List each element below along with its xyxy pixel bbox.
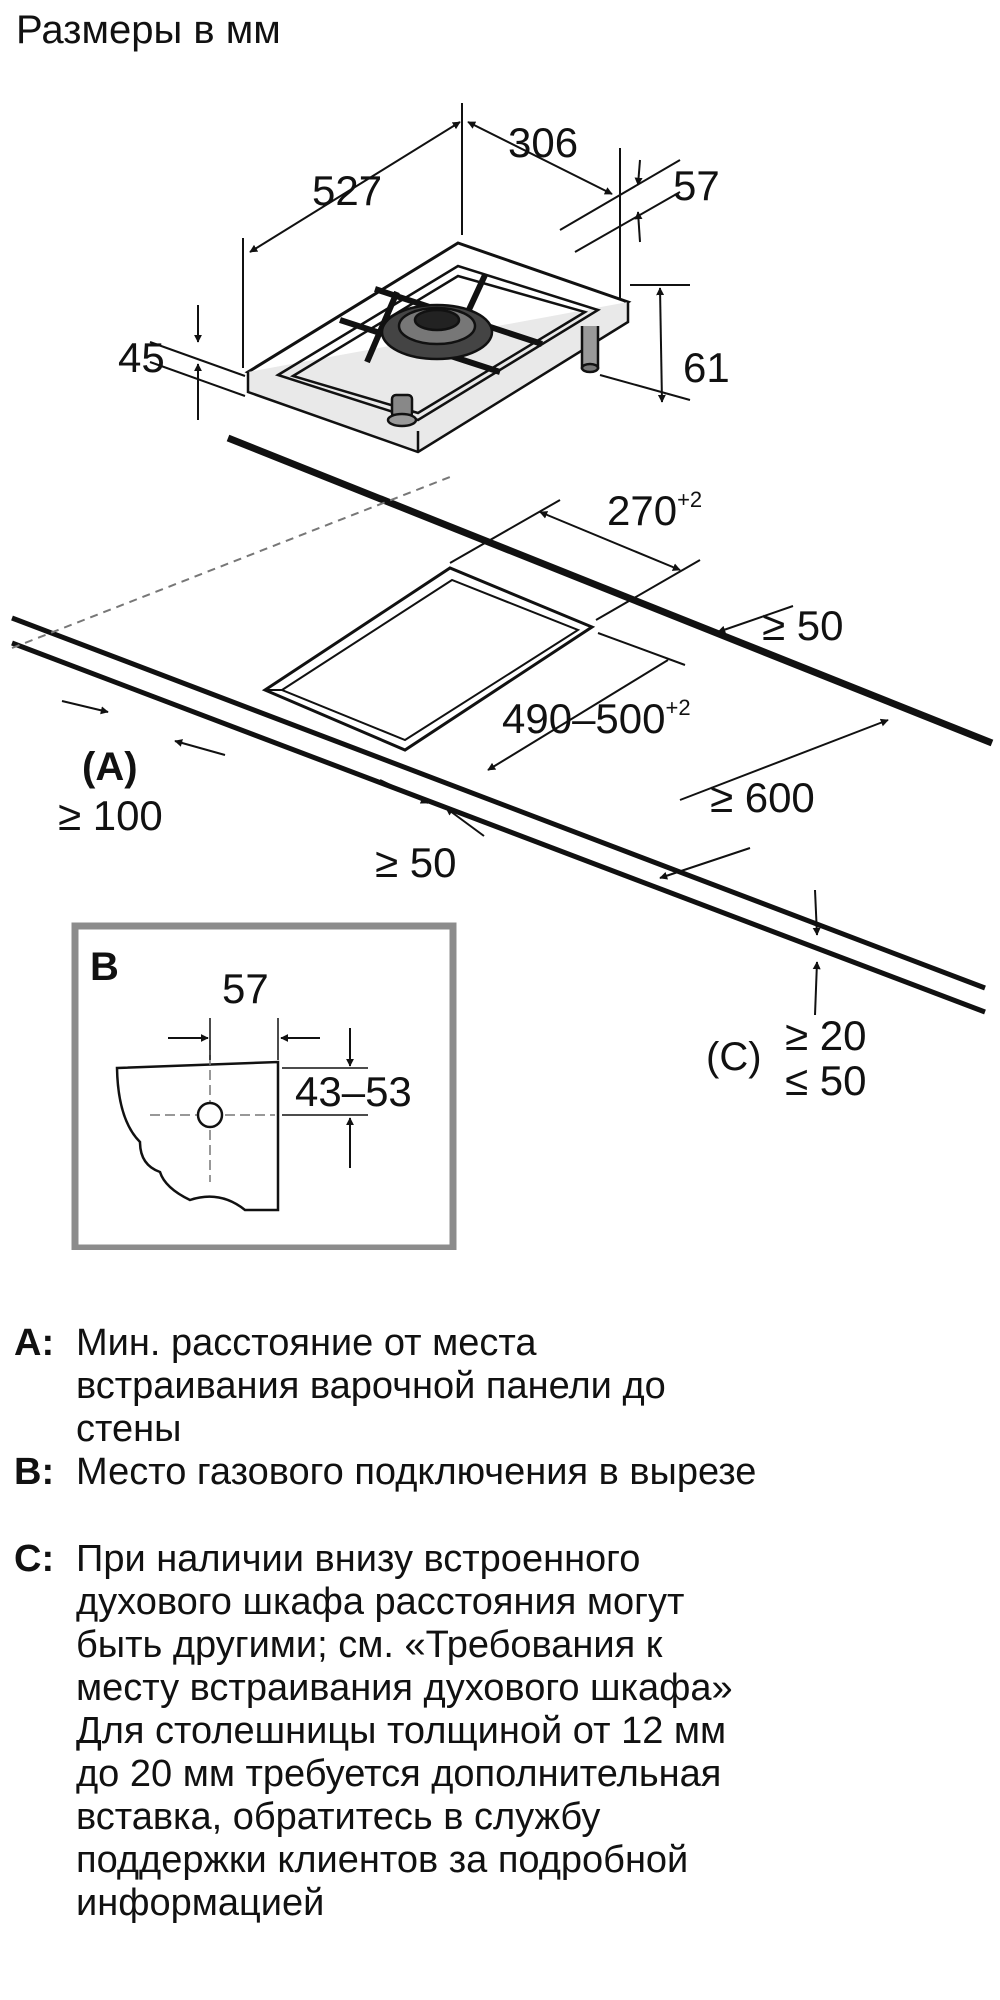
legend-line: Место газового подключения в вырезе <box>76 1451 757 1493</box>
label-a: (A) <box>82 745 138 789</box>
dim-hob-depth: 527 <box>312 167 382 214</box>
legend-text-c: При наличии внизу встроенного духового ш… <box>76 1538 974 1925</box>
dim-cutout-width: 270+2 <box>607 487 702 534</box>
legend-text-b: Место газового подключения в вырезе <box>76 1451 974 1494</box>
hob-dimension-labels: 527 306 57 45 61 <box>118 119 730 391</box>
dim-wall-clearance: ≥ 100 <box>58 792 163 839</box>
legend-line: Мин. расстояние от места <box>76 1322 537 1364</box>
legend-text-a: Мин. расстояние от места встраивания вар… <box>76 1322 974 1451</box>
cutout-dimensions <box>61 499 889 1016</box>
legend-key-b: B: <box>14 1451 55 1493</box>
legend-line: вставка, обратитесь в службу <box>76 1796 601 1838</box>
legend: A: Мин. расстояние от места встраивания … <box>14 1322 974 1925</box>
legend-note-c: C: При наличии внизу встроенного духовог… <box>14 1538 974 1925</box>
dim-front-clearance: ≥ 50 <box>375 839 456 886</box>
detail-b: B 57 43–53 <box>71 922 457 1250</box>
dim-b-horizontal: 57 <box>222 965 269 1012</box>
legend-key-a: A: <box>14 1322 55 1364</box>
dim-thickness-max: ≤ 50 <box>785 1057 866 1104</box>
dim-hob-edge: 57 <box>673 162 720 209</box>
legend-line: до 20 мм требуется дополнительная <box>76 1753 722 1795</box>
legend-note-b: B: Место газового подключения в вырезе <box>14 1451 974 1494</box>
legend-line: стены <box>76 1408 182 1450</box>
legend-line: быть другими; см. «Требования к <box>76 1624 663 1666</box>
legend-line: встраивания варочной панели до <box>76 1365 666 1407</box>
cutout-dimension-labels: 270+2 490–500+2 ≥ 50 ≥ 600 ≥ 50 (A) ≥ 10… <box>58 487 866 1104</box>
label-b: B <box>90 945 119 989</box>
legend-line: При наличии внизу встроенного <box>76 1538 641 1580</box>
dim-side-clearance: ≥ 600 <box>710 774 815 821</box>
dim-back-clearance: ≥ 50 <box>762 602 843 649</box>
legend-line: Для столешницы толщиной от 12 мм <box>76 1710 727 1752</box>
legend-key-c: C: <box>14 1538 55 1580</box>
dim-hob-below: 45 <box>118 334 165 381</box>
installation-drawing: 527 306 57 45 61 270+2 490–500+2 ≥ 50 ≥ … <box>11 103 994 1250</box>
dim-hob-width: 306 <box>508 119 578 166</box>
legend-note-a: A: Мин. расстояние от места встраивания … <box>14 1322 974 1451</box>
dim-b-vertical: 43–53 <box>295 1068 412 1115</box>
label-c: (C) <box>706 1035 762 1079</box>
dim-hob-height: 61 <box>683 344 730 391</box>
page-title: Размеры в мм <box>16 8 281 52</box>
hob-dimensions <box>149 103 691 420</box>
legend-line: поддержки клиентов за подробной <box>76 1839 689 1881</box>
dim-cutout-depth: 490–500+2 <box>502 695 691 742</box>
legend-line: месту встраивания духового шкафа» <box>76 1667 733 1709</box>
countertop <box>11 434 994 1015</box>
legend-line: информацией <box>76 1882 325 1924</box>
legend-line: духового шкафа расстояния могут <box>76 1581 685 1623</box>
hob-unit <box>244 241 632 454</box>
dim-thickness-min: ≥ 20 <box>785 1012 866 1059</box>
